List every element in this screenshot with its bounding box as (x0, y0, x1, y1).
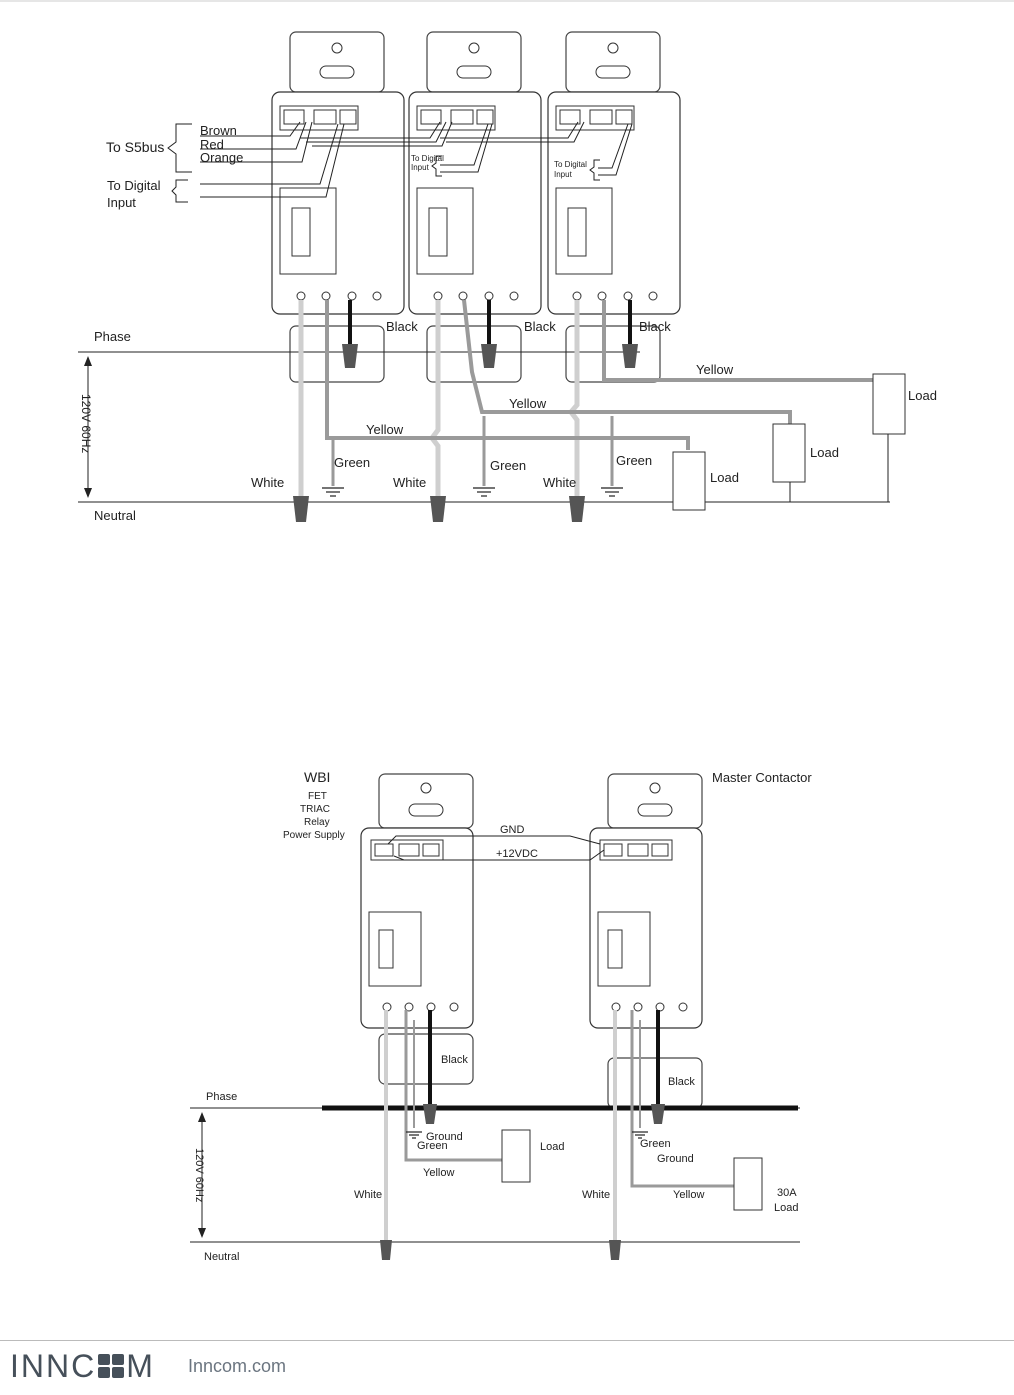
yellow-label-2: Yellow (509, 396, 547, 411)
bus-wire-brown: Brown (200, 123, 237, 138)
digital-input-label-1: To Digital (107, 178, 161, 193)
load-label-2: Load (810, 445, 839, 460)
device-1 (271, 31, 405, 383)
digital-input-small-2b: Input (554, 170, 573, 179)
yellow-label-master: Yellow (673, 1189, 704, 1201)
inncom-logo: INNC M (10, 1348, 155, 1385)
diagram-2: WBI FET TRIAC Relay Power Supply Master … (190, 769, 812, 1263)
ground-label-master: Ground (657, 1153, 694, 1165)
white-label-3: White (543, 475, 576, 490)
wbi-type-relay: Relay (304, 817, 330, 828)
voltage-label: 120V 60Hz (79, 394, 93, 453)
load30-label-1: 30A (777, 1187, 797, 1199)
phase-label-2: Phase (206, 1091, 237, 1103)
load-label-wbi: Load (540, 1141, 564, 1153)
brand-right: M (126, 1348, 155, 1384)
black-label-master: Black (668, 1076, 695, 1088)
green-label-3: Green (616, 453, 652, 468)
master-contactor-device (589, 773, 703, 1109)
green-label-1: Green (334, 455, 370, 470)
black-label-3: Black (639, 319, 671, 334)
phase-label: Phase (94, 329, 131, 344)
bus-label: To S5bus (106, 139, 164, 155)
wbi-type-triac: TRIAC (300, 804, 330, 815)
wbi-device (360, 773, 474, 1085)
voltage-label-2: 120V 60Hz (193, 1148, 205, 1202)
device-2 (408, 31, 542, 383)
bus-wire-red: Red (200, 137, 224, 152)
master-contactor-title: Master Contactor (712, 770, 812, 785)
digital-input-small-2a: To Digital (554, 160, 587, 169)
footer-divider (0, 1340, 1014, 1341)
load-label-1: Load (710, 470, 739, 485)
bus-wire-orange: Orange (200, 150, 243, 165)
yellow-label-3: Yellow (366, 422, 404, 437)
wbi-type-power-supply: Power Supply (283, 830, 345, 841)
black-label-2: Black (524, 319, 556, 334)
wbi-title: WBI (304, 769, 330, 785)
white-label-1: White (251, 475, 284, 490)
white-label-master: White (582, 1189, 610, 1201)
yellow-label-wbi: Yellow (423, 1167, 454, 1179)
brand-left: INNC (10, 1348, 97, 1384)
white-label-2: White (393, 475, 426, 490)
footer: INNC M Inncom.com (0, 1340, 1014, 1395)
digital-input-small-1b: Input (411, 163, 430, 172)
neutral-label: Neutral (94, 508, 136, 523)
gnd-label: GND (500, 824, 525, 836)
ground-label-wbi: Ground (426, 1131, 463, 1143)
logo-square-icon (98, 1354, 125, 1378)
yellow-label-1: Yellow (696, 362, 734, 377)
digital-input-label-2: Input (107, 195, 136, 210)
load-label-3: Load (908, 388, 937, 403)
neutral-label-2: Neutral (204, 1251, 239, 1263)
green-label-2: Green (490, 458, 526, 473)
black-label-wbi: Black (441, 1054, 468, 1066)
site-link[interactable]: Inncom.com (188, 1356, 287, 1376)
vdc-label: +12VDC (496, 848, 538, 860)
black-label-1: Black (386, 319, 418, 334)
digital-input-small-1a: To Digital (411, 154, 444, 163)
white-label-wbi: White (354, 1189, 382, 1201)
green-label-wbi: Green (417, 1140, 448, 1152)
diagram-1: To S5bus Brown Red Orange To Digital Inp… (78, 31, 937, 523)
wbi-type-fet: FET (308, 791, 327, 802)
load30-label-2: Load (774, 1202, 798, 1214)
device-3 (547, 31, 681, 383)
green-label-master: Green (640, 1138, 671, 1150)
wiring-diagram: To S5bus Brown Red Orange To Digital Inp… (0, 0, 1014, 1263)
